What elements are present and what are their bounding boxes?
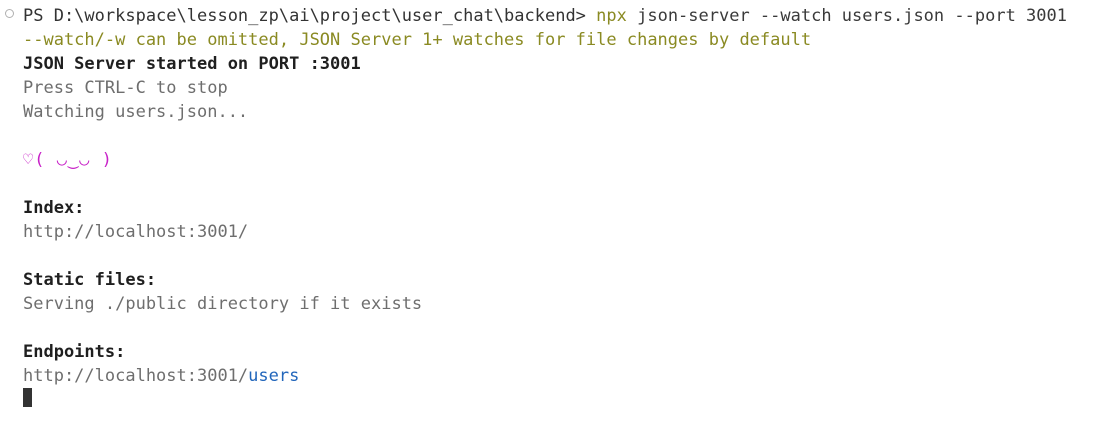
server-started-text: JSON Server started on PORT :3001 xyxy=(23,54,361,74)
endpoints-heading-text: Endpoints: xyxy=(23,342,126,362)
command-arguments: json-server --watch users.json --port 30… xyxy=(626,6,1067,26)
command-name: npx xyxy=(596,6,627,26)
ascii-cat-art-icon: ♡( ◡‿◡ ) xyxy=(23,150,113,170)
static-files-description-text: Serving ./public directory if it exists xyxy=(23,294,423,314)
index-heading-text: Index: xyxy=(23,198,85,218)
watching-file-text: Watching users.json... xyxy=(23,102,249,122)
terminal-line-index-heading: Index: xyxy=(0,196,1109,220)
text-cursor xyxy=(23,388,32,407)
terminal-line-endpoint-url: http://localhost:3001/users xyxy=(0,364,1109,388)
stop-hint-text: Press CTRL-C to stop xyxy=(23,78,228,98)
terminal-line-prompt-command: PS D:\workspace\lesson_zp\ai\project\use… xyxy=(0,4,1109,28)
terminal-line-blank-3 xyxy=(0,244,1109,268)
terminal-line-blank-2 xyxy=(0,172,1109,196)
terminal-line-watch-notice: --watch/-w can be omitted, JSON Server 1… xyxy=(0,28,1109,52)
endpoint-resource-name[interactable]: users xyxy=(248,366,300,386)
terminal-line-server-started: JSON Server started on PORT :3001 xyxy=(0,52,1109,76)
terminal-line-watching-file: Watching users.json... xyxy=(0,100,1109,124)
terminal-output-area[interactable]: PS D:\workspace\lesson_zp\ai\project\use… xyxy=(0,4,1109,412)
terminal-line-blank-1 xyxy=(0,124,1109,148)
terminal-line-cursor[interactable] xyxy=(0,388,1109,412)
index-url-link[interactable]: http://localhost:3001/ xyxy=(23,222,249,242)
terminal-line-ascii-cat: ♡( ◡‿◡ ) xyxy=(0,148,1109,172)
terminal-line-static-text: Serving ./public directory if it exists xyxy=(0,292,1109,316)
static-files-heading-text: Static files: xyxy=(23,270,157,290)
prompt-prefix: PS D:\workspace\lesson_zp\ai\project\use… xyxy=(23,6,597,26)
terminal-line-stop-hint: Press CTRL-C to stop xyxy=(0,76,1109,100)
terminal-line-index-url: http://localhost:3001/ xyxy=(0,220,1109,244)
terminal-line-blank-4 xyxy=(0,316,1109,340)
endpoint-base-url[interactable]: http://localhost:3001/ xyxy=(23,366,249,386)
terminal-line-static-heading: Static files: xyxy=(0,268,1109,292)
watch-notice-text: --watch/-w can be omitted, JSON Server 1… xyxy=(23,30,812,50)
command-decoration-circle-icon[interactable] xyxy=(5,9,14,18)
terminal-line-endpoints-heading: Endpoints: xyxy=(0,340,1109,364)
